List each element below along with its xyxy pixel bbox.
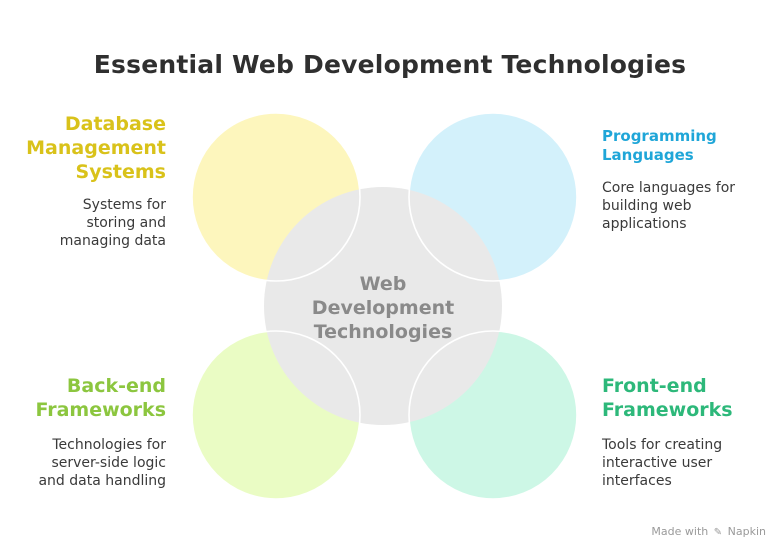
database-heading-line: Management — [26, 137, 166, 159]
programming-description: Core languages for building web applicat… — [602, 179, 735, 233]
footer-prefix: Made with — [651, 525, 709, 538]
programming-description-line: building web — [602, 198, 692, 214]
center-label-line: Web — [359, 273, 407, 295]
circle-center — [264, 187, 502, 425]
programming-description-line: Core languages for — [602, 180, 736, 196]
programming-heading-line: Languages — [602, 146, 694, 164]
backend-heading-line: Back-end — [66, 375, 166, 397]
overlap-outlines — [191, 112, 578, 500]
database-heading: Database Management Systems — [26, 112, 166, 184]
database-description-line: storing and — [86, 215, 166, 231]
frontend-heading: Front-end Frameworks — [602, 374, 733, 422]
footer-attribution[interactable]: Made with ✎ Napkin — [651, 525, 766, 538]
backend-description-line: Technologies for — [52, 437, 166, 453]
database-heading-line: Database — [64, 113, 166, 135]
database-description-line: Systems for — [82, 197, 166, 213]
backend-description: Technologies for server-side logic and d… — [35, 436, 166, 490]
center-label-line: Technologies — [313, 321, 453, 343]
center-label: Web Development Technologies — [283, 272, 483, 344]
programming-description-line: applications — [602, 216, 687, 232]
frontend-description-line: interfaces — [602, 473, 672, 489]
database-heading-line: Systems — [75, 161, 166, 183]
frontend-block: Front-end Frameworks Tools for creating … — [602, 374, 733, 490]
database-description-line: managing data — [59, 233, 166, 249]
programming-heading-line: Programming — [602, 127, 717, 145]
backend-description-line: and data handling — [38, 473, 166, 489]
frontend-description: Tools for creating interactive user inte… — [602, 436, 733, 490]
programming-heading: Programming Languages — [602, 127, 735, 165]
database-description: Systems for storing and managing data — [26, 196, 166, 250]
center-label-line: Development — [311, 297, 455, 319]
backend-heading-line: Frameworks — [35, 399, 166, 421]
frontend-description-line: Tools for creating — [602, 437, 723, 453]
frontend-heading-line: Frameworks — [602, 399, 733, 421]
backend-heading: Back-end Frameworks — [35, 374, 166, 422]
programming-block: Programming Languages Core languages for… — [602, 127, 735, 233]
frontend-heading-line: Front-end — [602, 375, 707, 397]
diagram-title: Essential Web Development Technologies — [93, 50, 687, 79]
napkin-icon: ✎ — [713, 527, 723, 538]
database-block: Database Management Systems Systems for … — [26, 112, 166, 250]
backend-description-line: server-side logic — [51, 455, 166, 471]
backend-block: Back-end Frameworks Technologies for ser… — [35, 374, 166, 490]
footer-brand: Napkin — [727, 525, 766, 538]
frontend-description-line: interactive user — [602, 455, 713, 471]
